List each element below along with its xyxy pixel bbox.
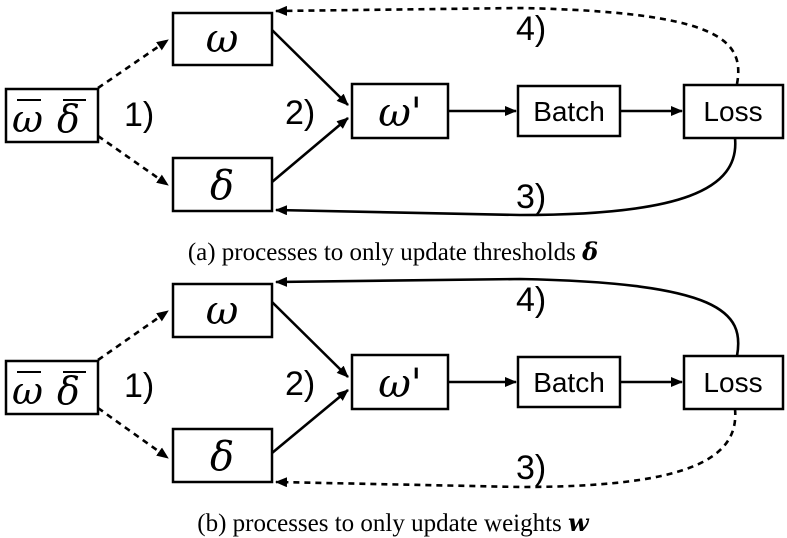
delta-box: δ	[171, 156, 274, 213]
loss-label: Loss	[703, 367, 762, 398]
delta-bar-symbol: δ	[57, 97, 80, 141]
step-4-label: 4)	[516, 281, 546, 319]
step-3-label: 3)	[516, 178, 546, 216]
edge-omega-to-omegaprime	[271, 29, 349, 106]
step-3-label: 3)	[516, 449, 546, 487]
omega-symbol: ω	[206, 288, 239, 334]
batch-box: Batch	[516, 84, 622, 138]
step-4-label: 4)	[516, 10, 546, 48]
batch-box: Batch	[516, 355, 622, 409]
edge-init-to-omega	[97, 309, 169, 362]
step-2-label: 2)	[285, 94, 315, 132]
caption-b-symbol: w	[568, 508, 590, 537]
omega-prime-symbol: ω'	[378, 90, 422, 136]
step-2-label: 2)	[285, 365, 315, 403]
omega-bar-symbol: ω	[12, 97, 43, 141]
omega-symbol: ω	[206, 16, 239, 62]
edge-init-to-delta	[97, 406, 169, 460]
batch-label: Batch	[533, 367, 605, 398]
edge-loss-to-delta-feedback	[275, 408, 737, 489]
edge-init-to-delta	[97, 134, 169, 187]
delta-box: δ	[171, 427, 274, 484]
step-1-label: 1)	[124, 96, 154, 134]
delta-symbol: δ	[210, 163, 234, 209]
delta-symbol: δ	[210, 434, 234, 480]
caption-b-text: (b) processes to only update weights	[197, 510, 562, 537]
caption-b: (b) processes to only update weights w	[197, 508, 590, 537]
edge-init-to-omega	[97, 38, 169, 90]
caption-a: (a) processes to only update thresholds …	[188, 237, 598, 266]
edge-delta-to-omegaprime	[271, 117, 349, 183]
omega-prime-box: ω'	[350, 82, 450, 140]
edge-omega-to-omegaprime	[271, 301, 349, 378]
loss-box: Loss	[682, 354, 785, 411]
step-1-label: 1)	[124, 367, 154, 405]
panel-a: ω δ ω δ ω' Batch Loss 1) 2) 3) 4)	[4, 5, 785, 266]
loss-label: Loss	[703, 96, 762, 127]
delta-bar-symbol: δ	[57, 369, 80, 413]
omega-box: ω	[171, 282, 274, 339]
omega-bar-symbol: ω	[12, 369, 43, 413]
omega-prime-symbol: ω'	[378, 361, 422, 407]
edge-loss-to-delta-feedback	[275, 137, 737, 217]
edge-loss-to-omega-feedback	[275, 5, 740, 85]
batch-label: Batch	[533, 96, 605, 127]
omega-box: ω	[171, 11, 274, 67]
omega-prime-box: ω'	[350, 353, 450, 411]
init-box: ω δ	[4, 87, 100, 144]
init-box: ω δ	[4, 359, 100, 416]
caption-a-symbol: δ	[581, 237, 598, 266]
edge-delta-to-omegaprime	[271, 388, 349, 455]
edge-loss-to-omega-feedback	[275, 276, 740, 357]
loss-box: Loss	[682, 83, 785, 140]
panel-b: ω δ ω δ ω' Batch Loss 1) 2) 3) 4)	[4, 276, 785, 537]
caption-a-text: (a) processes to only update thresholds	[188, 239, 576, 266]
